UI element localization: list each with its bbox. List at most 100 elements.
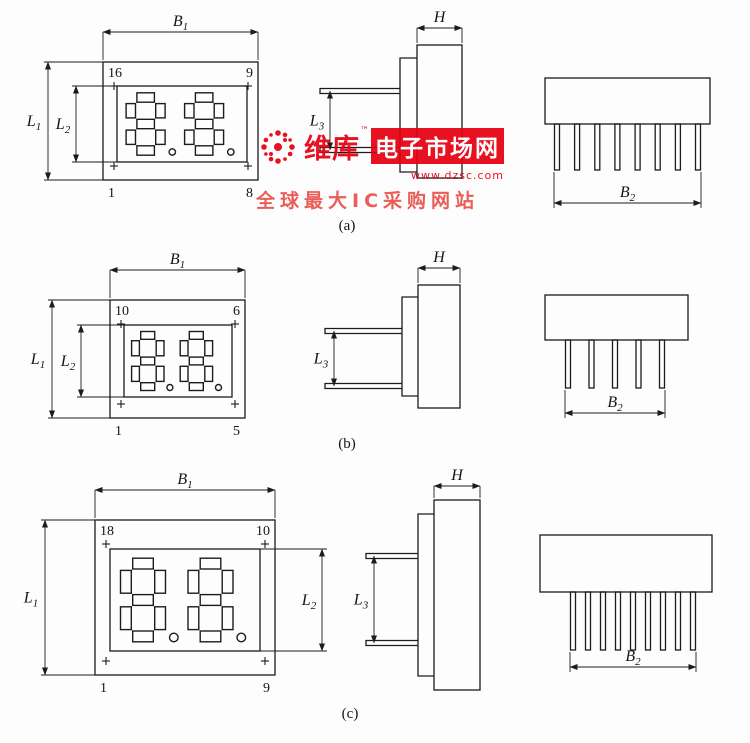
rear-pin <box>611 339 619 389</box>
display-window-outline <box>116 85 248 163</box>
dim-label-L1: L1 <box>30 351 45 371</box>
rear-pin <box>659 591 667 651</box>
side-view: L3H <box>353 467 481 691</box>
dim-label-L1: L1 <box>26 113 41 133</box>
pin-number-top-right: 9 <box>246 66 253 81</box>
dim-label-B2: B2 <box>620 184 636 204</box>
seven-segment-segment <box>139 330 156 341</box>
side-view: L3 H <box>309 9 463 179</box>
dim-label-L1: L1 <box>23 590 38 610</box>
dim-label-L2: L2 <box>55 116 71 136</box>
rear-pin <box>674 591 682 651</box>
seven-segment-segment <box>131 557 154 570</box>
side-pin <box>324 327 402 335</box>
seven-segment-segment <box>155 365 165 383</box>
seven-segment-segment <box>130 340 141 357</box>
pin-number-top-left: 16 <box>108 66 122 81</box>
rear-pin <box>584 591 592 651</box>
pin-number-top-left: 18 <box>100 524 114 539</box>
seven-segment-segment <box>187 606 200 631</box>
seven-segment-segment <box>204 365 214 383</box>
seven-segment-segment <box>136 92 156 103</box>
seven-segment-segment <box>154 129 166 146</box>
side-pin <box>365 639 418 647</box>
pin-number-top-left: 10 <box>115 304 129 319</box>
seven-segment-segment <box>136 118 156 130</box>
seven-segment-segment <box>183 129 195 146</box>
seven-segment-segment <box>187 569 200 594</box>
side-pin <box>324 382 402 390</box>
front-outer-outline <box>102 61 259 181</box>
rear-pin <box>654 123 661 171</box>
rear-pin <box>614 123 621 171</box>
row-caption: (a) <box>339 218 356 234</box>
seven-segment-segment <box>153 569 167 594</box>
rear-pin <box>573 123 581 171</box>
pin-number-bottom-right: 5 <box>233 424 240 439</box>
pin-number-bottom-left: 1 <box>100 681 107 696</box>
dim-label-L2: L2 <box>301 592 317 612</box>
rear-pin <box>694 123 702 171</box>
pin-number-top-right: 10 <box>256 524 270 539</box>
decimal-point <box>166 383 174 392</box>
seven-segment-segment <box>179 340 189 357</box>
dim-label-H: H <box>450 467 464 484</box>
pin-number-bottom-left: 1 <box>115 424 122 439</box>
dim-label-L3: L3 <box>313 351 329 371</box>
dim-label-H: H <box>433 9 447 26</box>
rear-pin <box>658 339 666 389</box>
pin-number-top-right: 6 <box>233 304 240 319</box>
seven-segment-segment <box>213 129 225 146</box>
seven-segment-segment <box>131 630 154 643</box>
seven-segment-segment <box>131 593 154 607</box>
rear-pin <box>674 123 682 171</box>
side-pin <box>365 552 418 560</box>
dim-label-H: H <box>432 249 446 266</box>
rear-body-outline <box>544 77 711 125</box>
rear-view: B2 <box>544 77 711 208</box>
pin-number-bottom-left: 1 <box>108 186 115 201</box>
seven-segment-segment <box>213 102 225 119</box>
seven-segment-segment <box>199 557 222 570</box>
rear-pin <box>614 591 622 651</box>
front-outer-outline <box>109 299 246 419</box>
side-flange-outline <box>399 57 417 173</box>
rear-body-outline <box>544 294 689 341</box>
decimal-point <box>226 148 235 156</box>
rear-pin <box>689 591 697 651</box>
dim-label-L3: L3 <box>309 113 325 133</box>
rear-pin <box>553 123 561 171</box>
rear-pin <box>635 339 642 389</box>
seven-segment-segment <box>221 606 234 631</box>
row-caption: (c) <box>342 706 359 722</box>
rear-pin <box>629 591 637 651</box>
seven-segment-segment <box>125 129 137 146</box>
seven-segment-segment <box>155 340 165 357</box>
rear-body-outline <box>539 534 713 593</box>
rear-pin <box>644 591 652 651</box>
seven-segment-segment <box>188 382 205 392</box>
seven-segment-segment <box>119 569 133 594</box>
seven-segment-segment <box>154 102 166 119</box>
front-outer-outline <box>94 519 276 676</box>
seven-segment-segment <box>119 606 133 631</box>
seven-segment-segment <box>125 102 137 119</box>
seven-segment-segment <box>194 118 214 130</box>
dim-label-B1: B1 <box>173 13 188 33</box>
side-view: L3 H <box>313 249 461 409</box>
pin-number-bottom-right: 8 <box>246 186 253 201</box>
side-flange-outline <box>417 513 434 677</box>
side-flange-outline <box>401 296 418 397</box>
seven-segment-segment <box>194 145 214 156</box>
side-pin <box>319 146 400 154</box>
seven-segment-segment <box>194 92 214 103</box>
seven-segment-segment <box>221 569 234 594</box>
rear-pin <box>599 591 607 651</box>
rear-pin <box>564 339 572 389</box>
